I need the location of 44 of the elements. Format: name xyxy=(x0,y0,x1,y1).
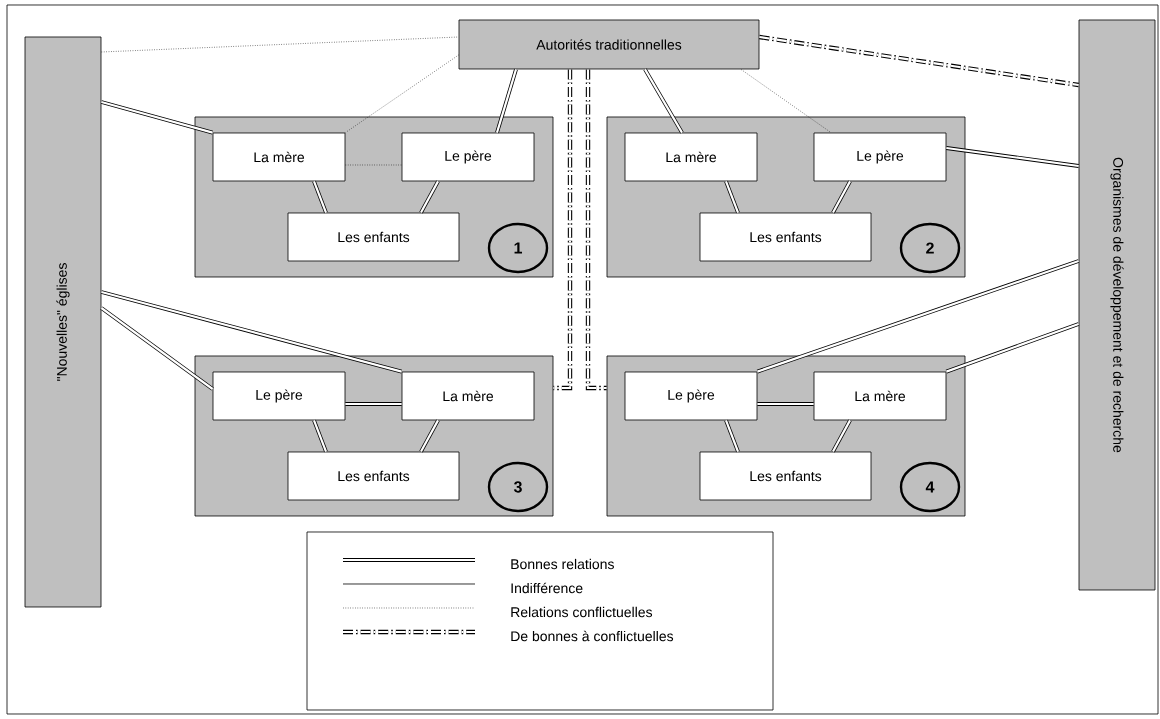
connector xyxy=(740,69,832,133)
legend-label: Bonnes relations xyxy=(511,558,614,570)
person-box: Les enfants xyxy=(699,451,872,501)
person-box: La mère xyxy=(624,132,758,182)
side-bar: "Nouvelles" églises xyxy=(24,36,102,608)
connector xyxy=(100,306,214,391)
person-box: Les enfants xyxy=(287,212,460,262)
connector xyxy=(757,402,814,406)
person-box: Le père xyxy=(813,132,947,182)
connector xyxy=(345,54,459,133)
legend-label: De bonnes à conflictuelles xyxy=(511,630,674,642)
connector xyxy=(945,322,1080,374)
person-box: Les enfants xyxy=(699,212,872,262)
connector xyxy=(553,69,573,391)
person-box: La mère xyxy=(212,132,346,182)
connector xyxy=(495,68,518,134)
person-box: La mère xyxy=(401,371,535,421)
connector xyxy=(724,419,740,453)
connector xyxy=(724,180,740,214)
connector xyxy=(419,419,440,453)
authority-box: Autorités traditionnelles xyxy=(458,19,760,70)
person-box: Le père xyxy=(401,132,535,182)
connector xyxy=(759,34,1079,88)
legend-label: Relations conflictuelles xyxy=(511,606,653,618)
connector xyxy=(312,419,328,453)
connector xyxy=(345,402,402,406)
connector xyxy=(946,146,1079,168)
person-box: Les enfants xyxy=(287,451,460,501)
connector xyxy=(756,259,1080,374)
person-box: Le père xyxy=(624,371,758,421)
connector xyxy=(585,69,607,391)
connector xyxy=(345,164,402,166)
person-box: Le père xyxy=(212,371,346,421)
connector xyxy=(101,36,459,53)
connector xyxy=(831,419,852,453)
connector xyxy=(419,180,440,214)
person-box: La mère xyxy=(813,371,947,421)
legend-label: Indifférence xyxy=(511,582,583,594)
connector xyxy=(100,100,214,135)
connector xyxy=(831,180,852,214)
connector xyxy=(312,180,328,214)
connector xyxy=(100,290,403,374)
side-bar: Organismes de développement et de recherche xyxy=(1078,19,1156,591)
connector xyxy=(643,68,684,134)
